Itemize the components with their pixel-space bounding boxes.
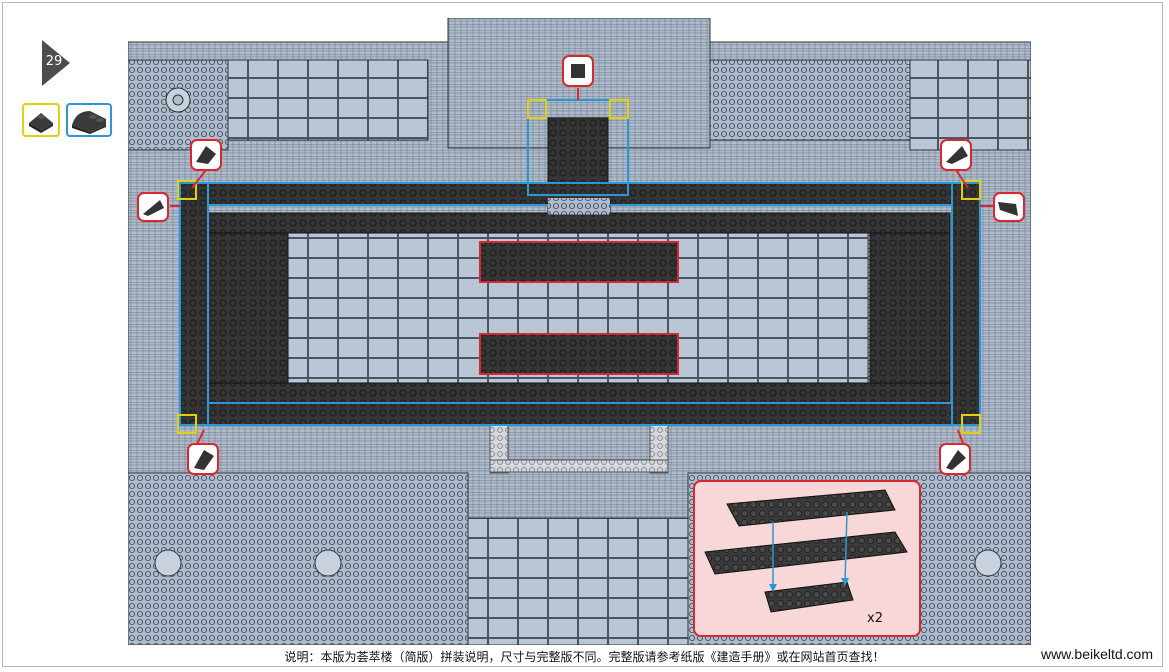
step-number: 29 [45,54,63,69]
dark-curved-slope-part-icon [72,111,106,134]
footer-caption: 说明：本版为荟萃楼（简版）拼装说明，尺寸与完整版不同。完整版请参考纸版《建造手册… [284,650,885,664]
part-slot-2 [66,103,112,137]
callout-top-right [940,139,972,189]
website-link[interactable]: www.beikeltd.com [1040,646,1153,662]
callout-top [562,55,594,100]
callout-top-left [190,139,222,189]
build-diagram [128,18,1031,645]
callout-bottom-right [939,429,971,475]
multiplier-label: x2 [867,611,883,626]
part-slot-1 [22,103,60,137]
sub-assembly-inset [693,480,921,637]
callout-right [980,192,1025,222]
sub-assembly-diagram [704,489,908,613]
callout-left [137,192,180,222]
dark-slope-part-icon [29,113,53,133]
callout-bottom-left [187,429,219,475]
step-arrow-icon [42,40,70,86]
